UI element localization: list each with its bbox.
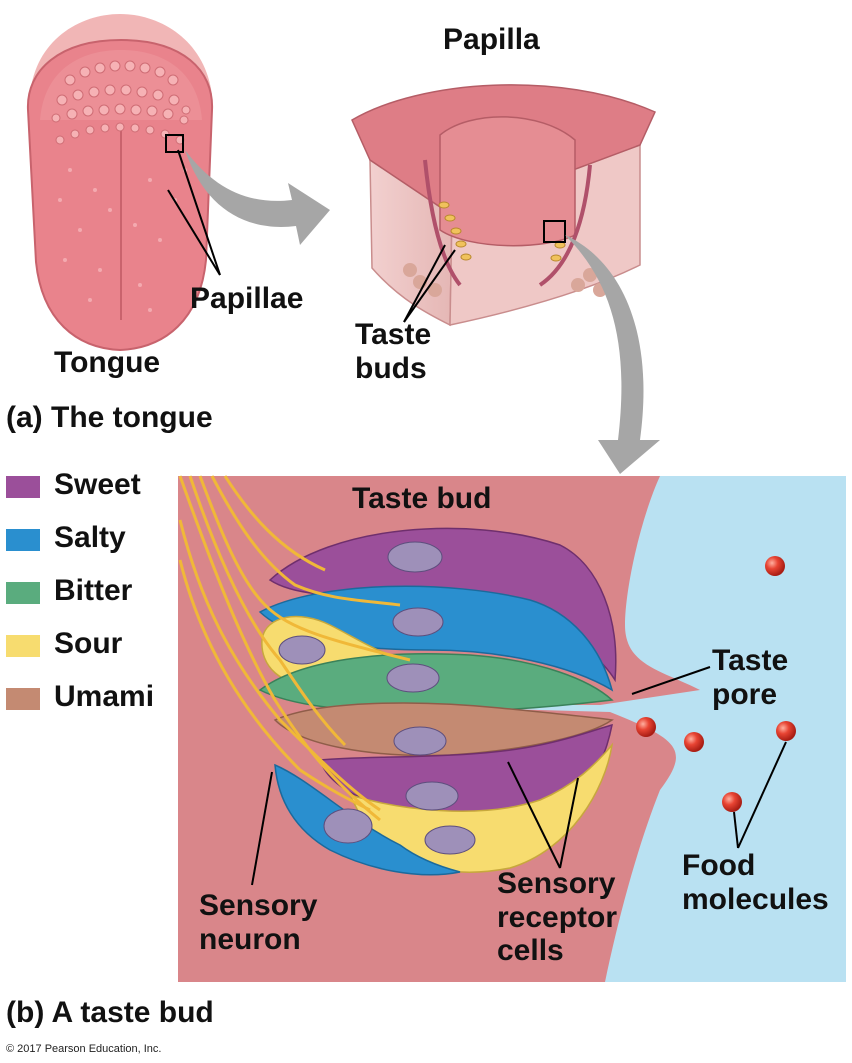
neuron-pointer-line — [251, 771, 273, 886]
taste-pore-label: Taste pore — [712, 644, 788, 711]
section-a-title: (a) The tongue — [6, 401, 213, 434]
sensory-receptor-label-line1: Sensory — [497, 867, 616, 900]
cell-nuclei — [278, 541, 476, 855]
legend-label-umami: Umami — [54, 680, 155, 713]
taste-buds-pointer-line — [403, 249, 456, 323]
taste-bud-highlight-box — [543, 220, 566, 243]
taste-bud-ovals — [438, 201, 566, 262]
papillae-bumps — [51, 60, 191, 145]
legend-label-sweet: Sweet — [54, 468, 141, 501]
sensory-neuron-label-line1: Sensory — [199, 889, 318, 922]
papillae-pointer-line — [177, 149, 221, 276]
legend-swatch-umami — [6, 688, 40, 710]
food-molecules-label: Food molecules — [682, 849, 829, 916]
food-pointer-line — [733, 811, 739, 849]
zoom-arrow-papilla — [185, 150, 330, 245]
sensory-receptor-label-line3: cells — [497, 934, 564, 968]
legend-swatch-sweet — [6, 476, 40, 498]
receptor-pointer-line — [507, 761, 561, 869]
legend-label-salty: Salty — [54, 521, 126, 554]
taste-buds-label: Taste buds — [355, 318, 431, 385]
taste-buds-label-line2: buds — [355, 351, 427, 385]
copyright-notice: © 2017 Pearson Education, Inc. — [6, 1043, 162, 1055]
legend-swatch-bitter — [6, 582, 40, 604]
taste-pore-label-line2: pore — [712, 677, 778, 711]
legend-label-sour: Sour — [54, 627, 123, 660]
nerve-fibers — [178, 475, 411, 822]
food-molecules — [636, 556, 796, 812]
gland-clusters — [403, 263, 607, 297]
papilla-dome — [439, 116, 576, 247]
tongue-label: Tongue — [54, 346, 161, 379]
papillae-pointer-line — [167, 189, 221, 276]
tongue-illustration — [26, 14, 221, 352]
papillae-label: Papillae — [190, 282, 304, 315]
taste-buds-label-line1: Taste — [355, 318, 432, 351]
taste-bud-label: Taste bud — [352, 482, 492, 515]
sensory-receptor-label-line2: receptor — [497, 900, 618, 934]
sensory-receptor-cells-label: Sensory receptor cells — [497, 867, 617, 968]
taste-buds-pointer-line — [403, 244, 446, 323]
food-pointer-line — [737, 741, 787, 849]
legend-label-bitter: Bitter — [54, 574, 133, 607]
legend-swatch-sour — [6, 635, 40, 657]
section-b-title: (b) A taste bud — [6, 996, 214, 1029]
cell-umami — [273, 702, 614, 757]
tongue-surface-dots — [58, 168, 187, 312]
papilla-label: Papilla — [443, 23, 540, 56]
taste-bud-detail — [178, 475, 846, 982]
receptor-pointer-line — [559, 777, 579, 869]
food-molecules-label-line1: Food — [682, 849, 756, 882]
legend-swatch-salty — [6, 529, 40, 551]
papilla-groove — [423, 159, 462, 287]
papilla-block-illustration — [351, 84, 656, 327]
food-molecules-label-line2: molecules — [682, 882, 829, 916]
papilla-highlight-box — [165, 134, 184, 153]
papilla-groove — [538, 164, 592, 287]
sensory-neuron-label: Sensory neuron — [199, 889, 317, 956]
sensory-neuron-label-line2: neuron — [199, 922, 301, 956]
taste-pore-pointer-line — [631, 666, 711, 695]
taste-pore-label-line1: Taste — [712, 644, 789, 677]
zoom-arrow-taste-bud — [565, 235, 660, 474]
